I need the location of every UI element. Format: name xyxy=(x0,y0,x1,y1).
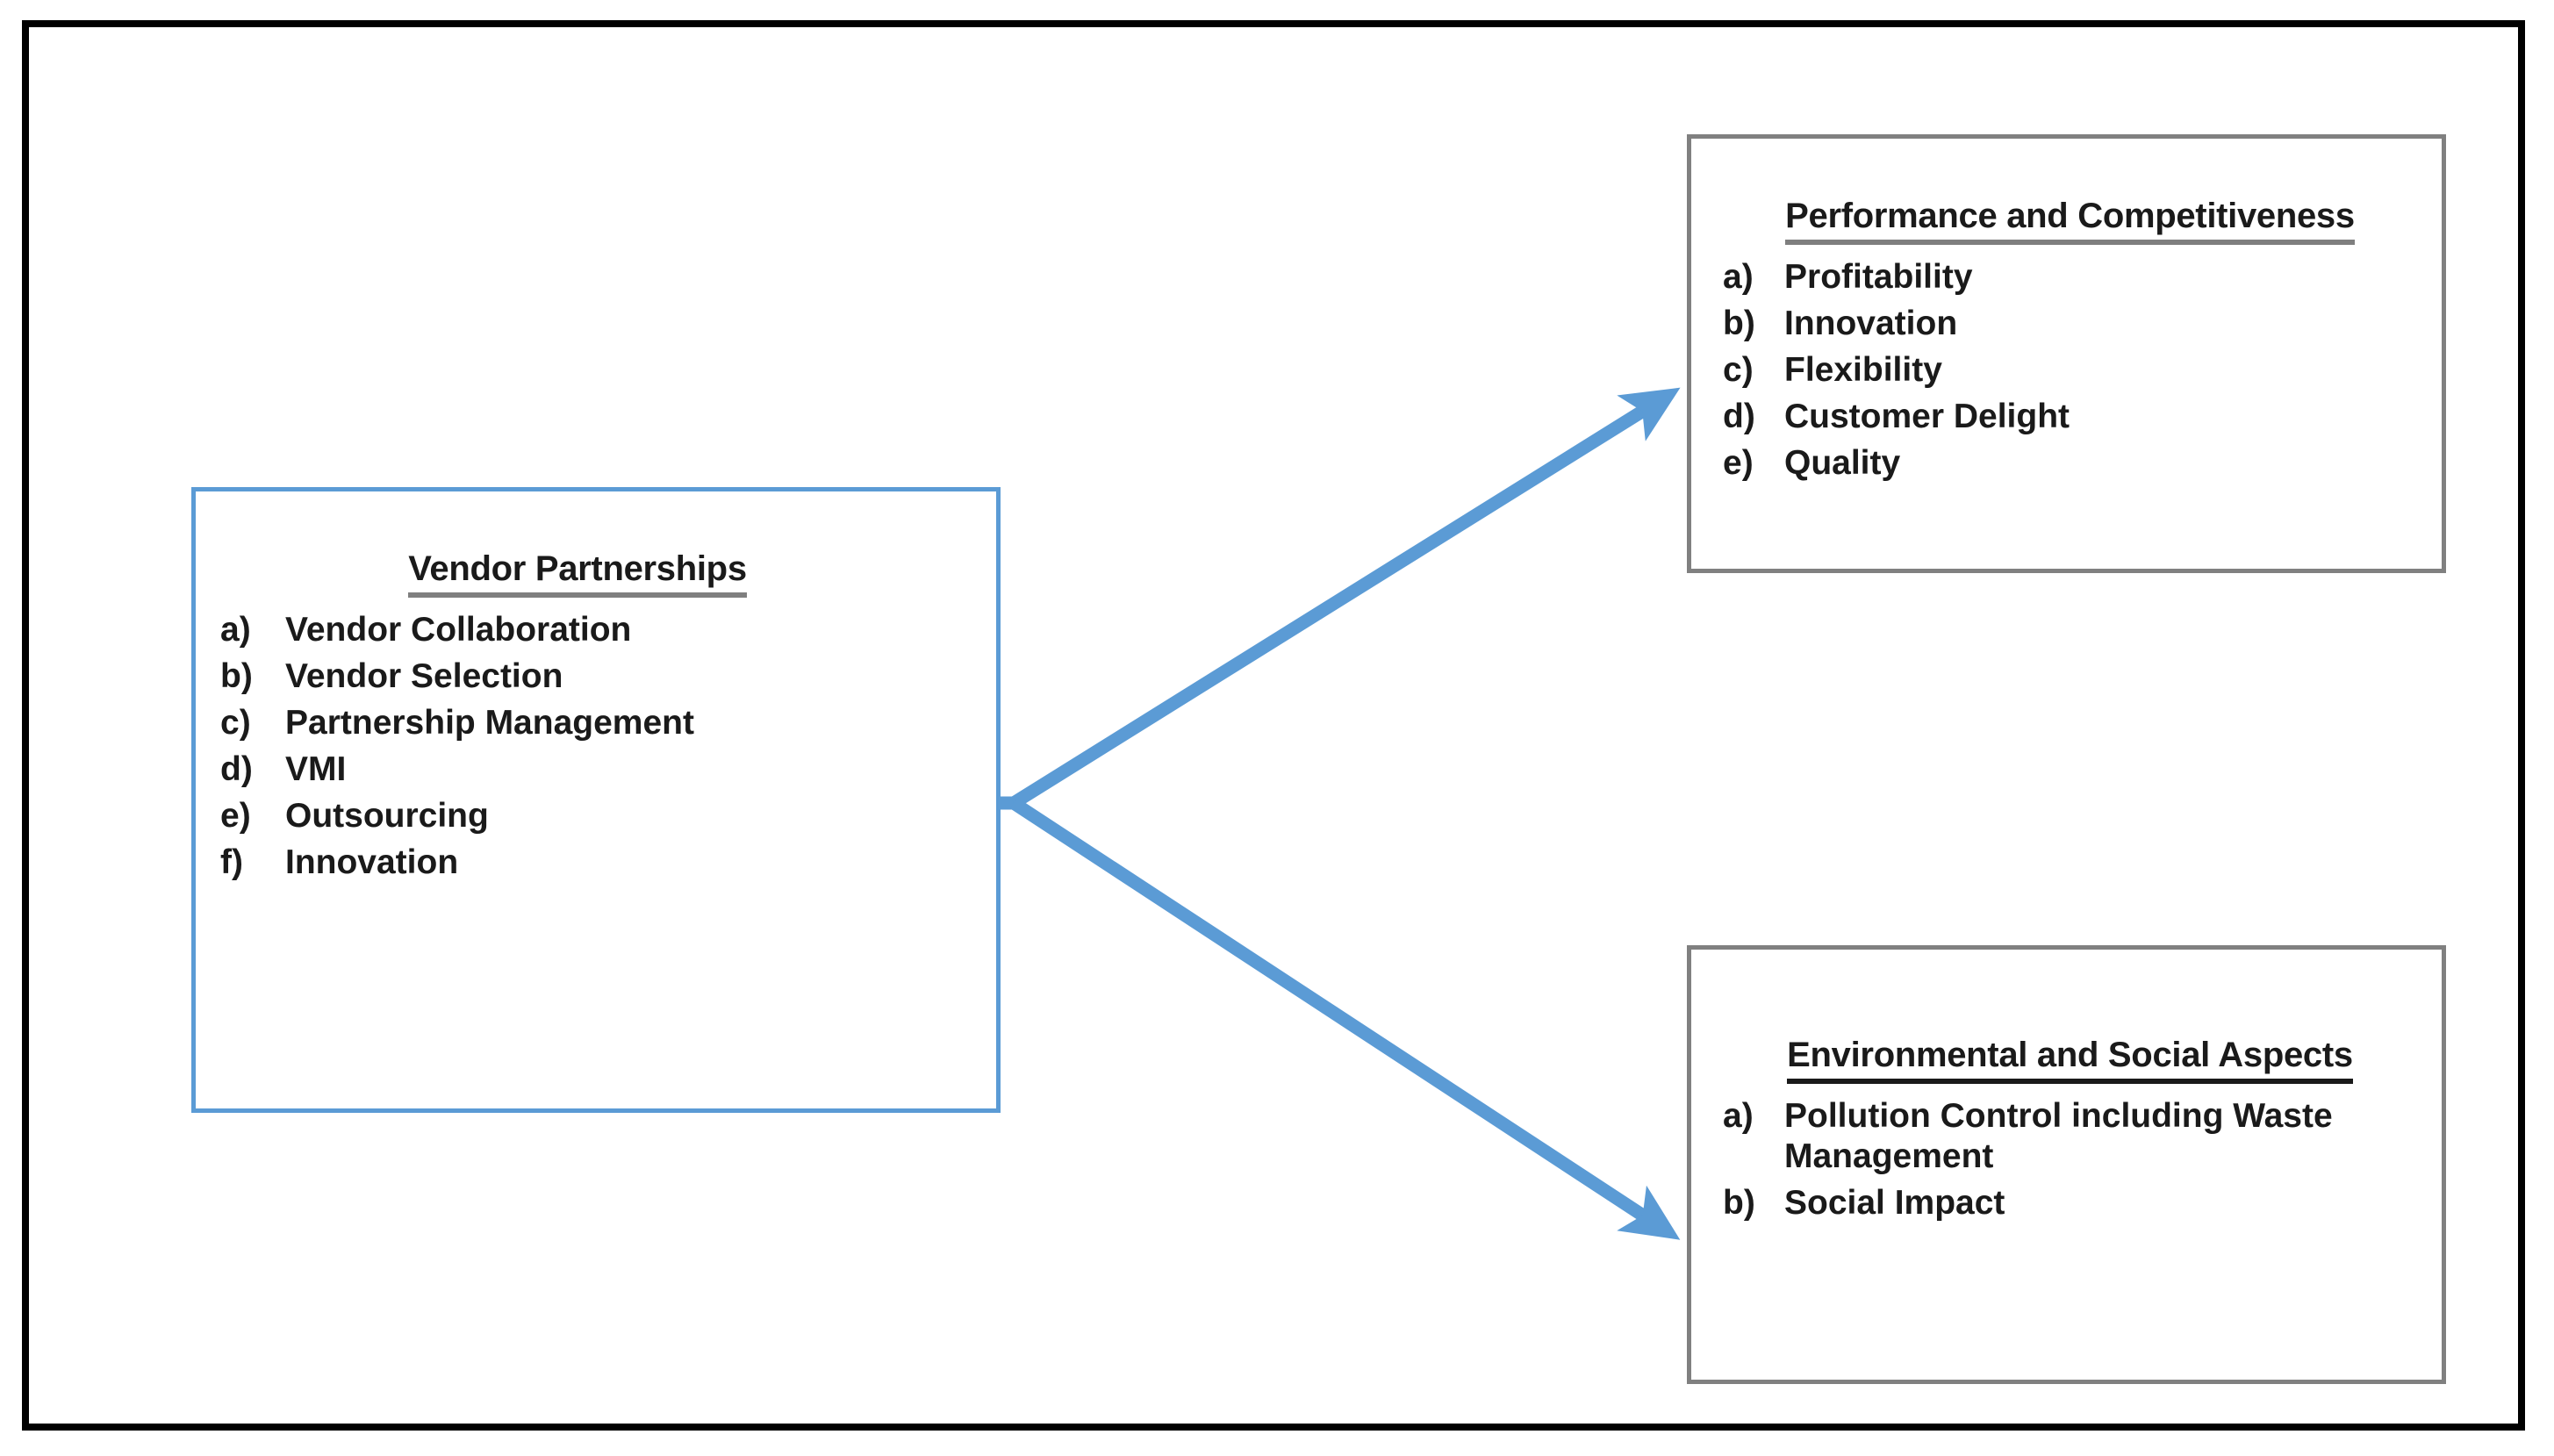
list-item-marker: c) xyxy=(1723,351,1754,390)
box-performance-and-competitiveness[interactable]: Performance and Competitiveness a) Profi… xyxy=(1687,134,2446,573)
vendor-partnerships-title-underline: Vendor Partnerships xyxy=(408,551,747,598)
performance-title-wrap: Performance and Competitiveness xyxy=(1691,198,2442,245)
performance-title-underline: Performance and Competitiveness xyxy=(1785,198,2355,245)
list-item[interactable]: c) Partnership Management xyxy=(220,703,996,743)
list-item[interactable]: e) Outsourcing xyxy=(220,796,996,836)
list-item-label: Innovation xyxy=(1784,305,1958,343)
list-item[interactable]: f) Innovation xyxy=(220,843,996,883)
outer-frame-border xyxy=(22,20,2525,1431)
list-item-marker: d) xyxy=(220,750,253,789)
performance-list: a) Profitability b) Innovation c) Flexib… xyxy=(1691,257,2442,484)
environmental-title: Environmental and Social Aspects xyxy=(1787,1036,2353,1074)
list-item-label: Quality xyxy=(1784,444,1901,483)
list-item[interactable]: a) Profitability xyxy=(1723,257,2442,298)
list-item-label: Social Impact xyxy=(1784,1184,2005,1223)
list-item[interactable]: c) Flexibility xyxy=(1723,350,2442,391)
list-item[interactable]: a) Vendor Collaboration xyxy=(220,610,996,650)
environmental-list: a) Pollution Control including Waste Man… xyxy=(1691,1096,2442,1223)
performance-title: Performance and Competitiveness xyxy=(1785,197,2355,235)
vendor-partnerships-title-wrap: Vendor Partnerships xyxy=(196,551,996,598)
list-item-label: Outsourcing xyxy=(285,797,489,836)
list-item-label: Vendor Collaboration xyxy=(285,611,632,649)
list-item-marker: f) xyxy=(220,843,243,882)
list-item-marker: e) xyxy=(1723,444,1754,483)
environmental-title-wrap: Environmental and Social Aspects xyxy=(1691,1037,2442,1084)
list-item-marker: a) xyxy=(1723,1097,1754,1135)
list-item-label: Vendor Selection xyxy=(285,657,563,696)
vendor-partnerships-list: a) Vendor Collaboration b) Vendor Select… xyxy=(196,610,996,883)
list-item[interactable]: d) VMI xyxy=(220,750,996,790)
list-item-label: Innovation xyxy=(285,843,459,882)
box-environmental-and-social-aspects[interactable]: Environmental and Social Aspects a) Poll… xyxy=(1687,945,2446,1384)
list-item-label: Flexibility xyxy=(1784,351,1942,390)
list-item-label: Partnership Management xyxy=(285,704,694,742)
list-item-marker: a) xyxy=(220,611,251,649)
list-item-marker: b) xyxy=(1723,305,1755,343)
list-item[interactable]: b) Social Impact xyxy=(1723,1183,2442,1223)
box-vendor-partnerships[interactable]: Vendor Partnerships a) Vendor Collaborat… xyxy=(191,487,1001,1113)
list-item[interactable]: a) Pollution Control including Waste Man… xyxy=(1723,1096,2442,1177)
list-item-label: Pollution Control including Waste Manage… xyxy=(1784,1097,2333,1176)
list-item-label: Profitability xyxy=(1784,258,1973,296)
list-item-marker: c) xyxy=(220,704,251,742)
list-item[interactable]: b) Vendor Selection xyxy=(220,656,996,697)
vendor-partnerships-content: Vendor Partnerships a) Vendor Collaborat… xyxy=(196,551,996,889)
list-item[interactable]: b) Innovation xyxy=(1723,304,2442,344)
performance-content: Performance and Competitiveness a) Profi… xyxy=(1691,198,2442,490)
environmental-title-underline: Environmental and Social Aspects xyxy=(1787,1037,2353,1084)
list-item[interactable]: e) Quality xyxy=(1723,443,2442,484)
list-item[interactable]: d) Customer Delight xyxy=(1723,397,2442,437)
list-item-marker: d) xyxy=(1723,398,1755,436)
list-item-marker: b) xyxy=(1723,1184,1755,1223)
vendor-partnerships-title: Vendor Partnerships xyxy=(408,549,747,588)
list-item-label: VMI xyxy=(285,750,347,789)
list-item-marker: b) xyxy=(220,657,253,696)
environmental-content: Environmental and Social Aspects a) Poll… xyxy=(1691,1037,2442,1230)
list-item-label: Customer Delight xyxy=(1784,398,2070,436)
list-item-marker: a) xyxy=(1723,258,1754,296)
list-item-marker: e) xyxy=(220,797,251,836)
